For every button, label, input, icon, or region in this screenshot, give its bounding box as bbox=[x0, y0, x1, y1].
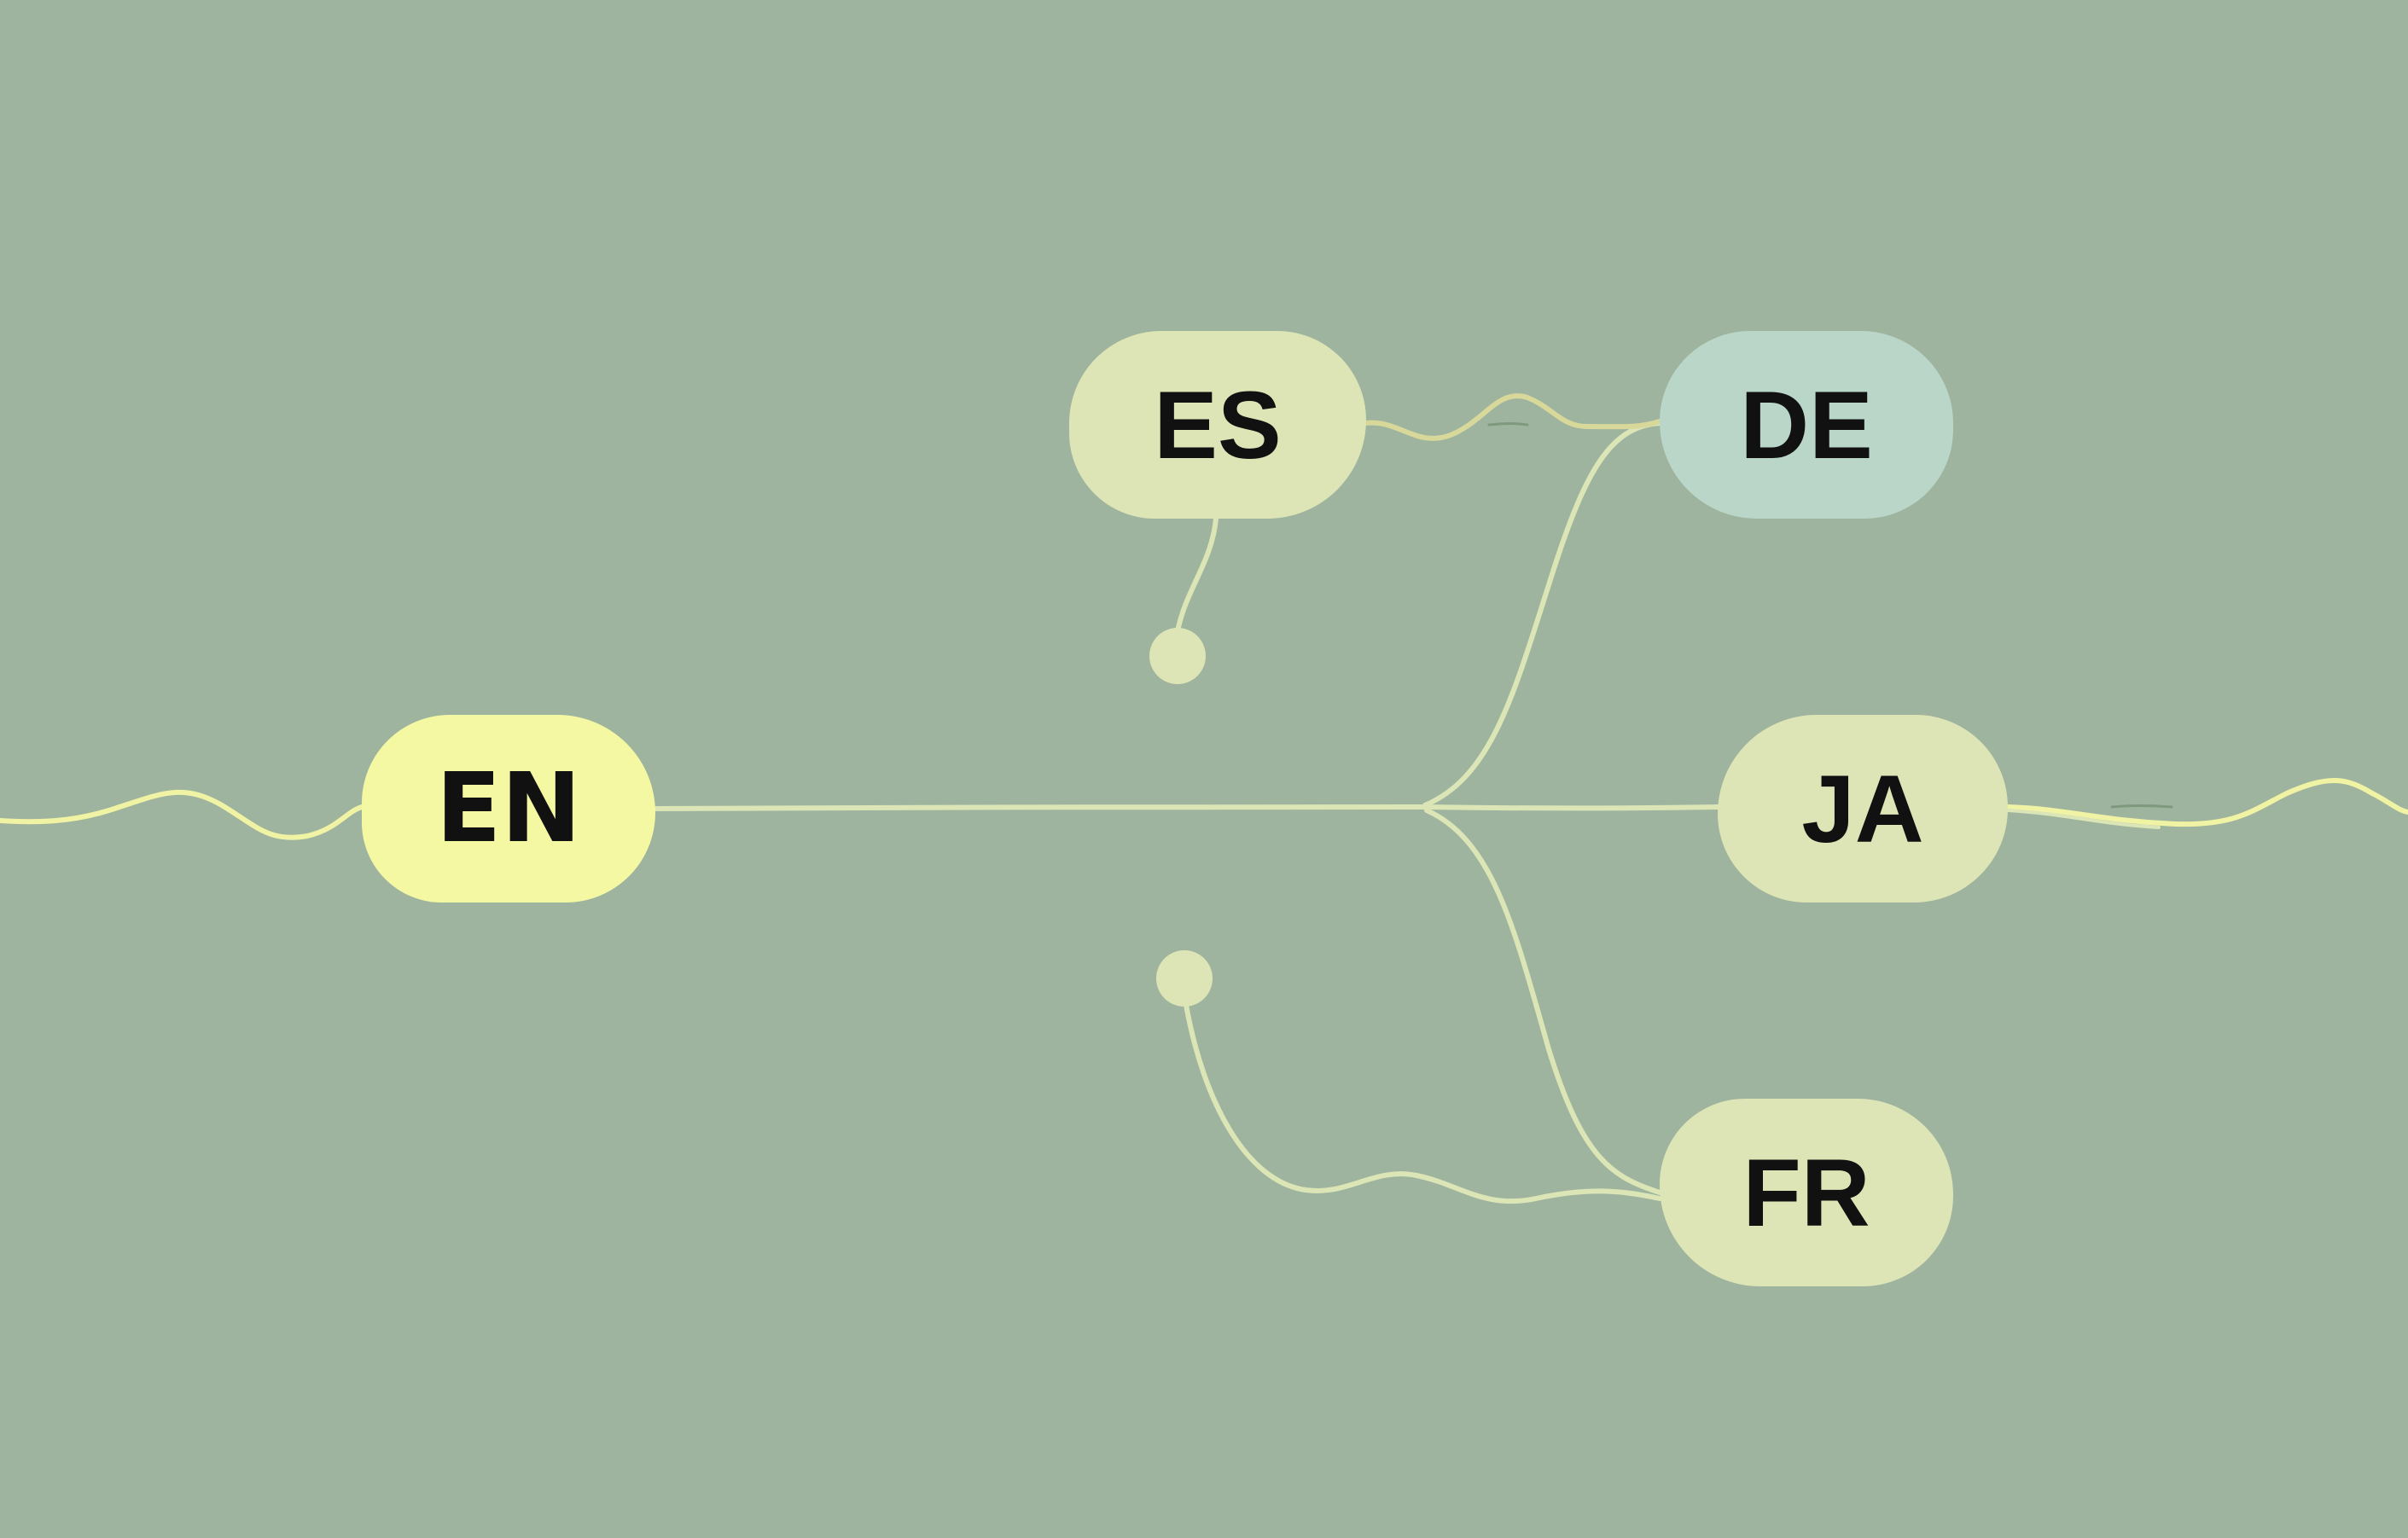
node-label: FR bbox=[1742, 1139, 1870, 1246]
edge-es-de-echo bbox=[1487, 422, 1529, 427]
edge-en-de bbox=[1422, 421, 1662, 808]
edge-ja-offscreen-mark bbox=[2110, 804, 2173, 809]
edge-fr-handle bbox=[1184, 1002, 1662, 1204]
edge-en-ja bbox=[653, 804, 1720, 811]
node-label: EN bbox=[435, 753, 582, 864]
language-node-fr[interactable]: FR bbox=[1660, 1099, 1953, 1286]
node-label: DE bbox=[1740, 371, 1873, 479]
node-label: ES bbox=[1154, 371, 1282, 479]
fr-connector-handle[interactable] bbox=[1156, 950, 1213, 1007]
edge-es-handle bbox=[1175, 516, 1219, 634]
language-node-en[interactable]: EN bbox=[362, 715, 655, 902]
node-label: JA bbox=[1801, 755, 1924, 862]
edge-ja-offscreen-echo bbox=[2006, 809, 2161, 829]
edge-en-fr bbox=[1424, 808, 1662, 1195]
edge-offscreen-to-en bbox=[0, 789, 364, 840]
es-connector-handle[interactable] bbox=[1149, 628, 1206, 684]
edge-es-de bbox=[1364, 393, 1662, 441]
language-node-es[interactable]: ES bbox=[1069, 331, 1366, 519]
language-node-ja[interactable]: JA bbox=[1718, 715, 2008, 902]
edge-ja-offscreen bbox=[2005, 777, 2408, 827]
language-node-de[interactable]: DE bbox=[1660, 331, 1953, 519]
